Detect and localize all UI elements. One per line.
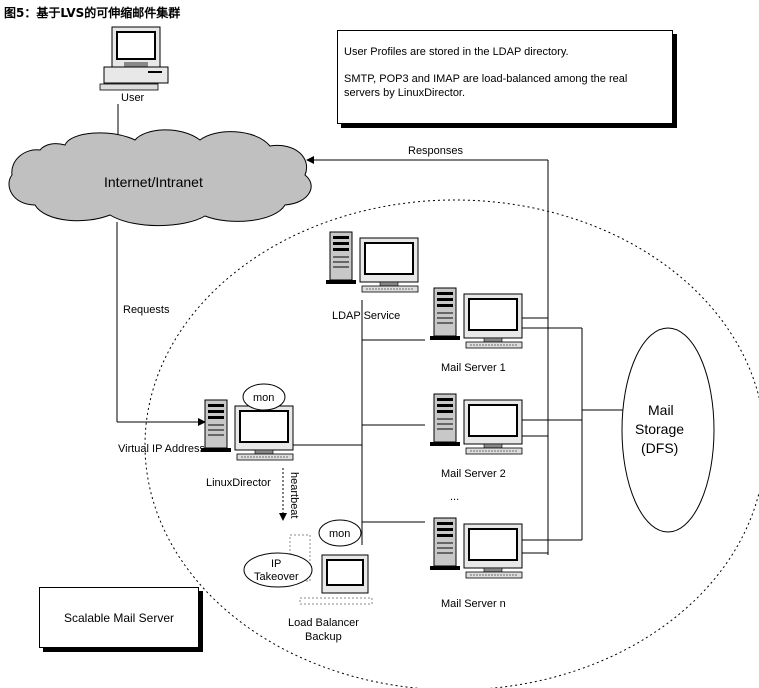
heartbeat-label: heartbeat xyxy=(288,472,300,518)
mon-1-label: mon xyxy=(253,392,274,404)
responses-label: Responses xyxy=(408,145,464,157)
ellipsis-label: ... xyxy=(450,491,459,503)
lb-backup-label-1: Load Balancer xyxy=(288,617,359,629)
ldap-label: LDAP Service xyxy=(332,310,400,322)
user-label: User xyxy=(121,92,145,104)
ldap-server-icon xyxy=(325,231,419,293)
user-computer-icon xyxy=(99,26,169,91)
note-box: User Profiles are stored in the LDAP dir… xyxy=(337,30,673,124)
linux-director-label: LinuxDirector xyxy=(206,477,271,489)
ip-takeover-label-1: IP xyxy=(271,558,281,570)
diagram-title: 图5：基于LVS的可伸缩邮件集群 xyxy=(4,5,180,20)
note-line-2: SMTP, POP3 and IMAP are load-balanced am… xyxy=(344,73,628,99)
internet-cloud xyxy=(8,129,312,227)
mail-storage-label-2: Storage xyxy=(635,421,684,437)
mail-server-1-icon xyxy=(429,287,523,349)
mail-storage-node xyxy=(621,327,715,533)
requests-label: Requests xyxy=(123,304,170,316)
mail-server-2-label: Mail Server 2 xyxy=(441,468,506,480)
lb-backup-label-2: Backup xyxy=(305,631,342,643)
mail-server-1-label: Mail Server 1 xyxy=(441,362,506,374)
linux-director-icon xyxy=(200,399,294,461)
mail-server-n-icon xyxy=(429,517,523,579)
mail-storage-label-3: (DFS) xyxy=(641,440,678,456)
internet-label: Internet/Intranet xyxy=(104,174,203,190)
scalable-label: Scalable Mail Server xyxy=(63,610,175,625)
mail-server-2-icon xyxy=(429,393,523,455)
ip-takeover-label-2: Takeover xyxy=(254,571,299,583)
mail-storage-label-1: Mail xyxy=(648,402,674,418)
note-line-1: User Profiles are stored in the LDAP dir… xyxy=(344,46,569,58)
scalable-mail-server-box: Scalable Mail Server xyxy=(39,587,199,648)
virtual-ip-label: Virtual IP Address xyxy=(118,443,206,455)
mon-2-label: mon xyxy=(329,528,350,540)
mail-server-n-label: Mail Server n xyxy=(441,598,506,610)
cluster-boundary xyxy=(144,199,759,688)
